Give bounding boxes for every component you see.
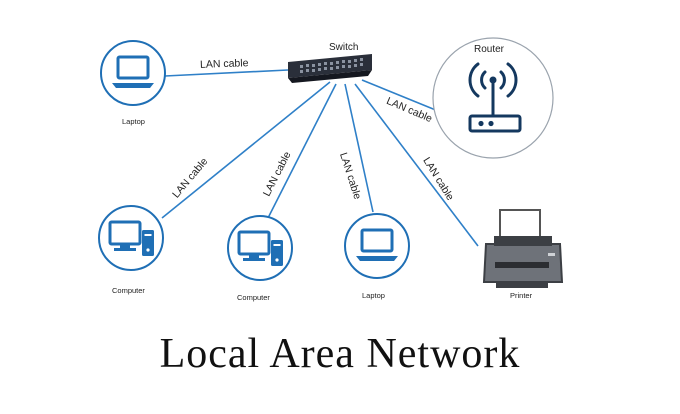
laptop-node-2 bbox=[344, 213, 410, 279]
cable-line-printer bbox=[354, 83, 479, 247]
device-label-laptop: Laptop bbox=[122, 117, 145, 126]
router-label: Router bbox=[474, 44, 505, 55]
device-label-laptop-2: Laptop bbox=[362, 291, 385, 300]
computer-node-1 bbox=[98, 205, 164, 271]
device-label-printer: Printer bbox=[510, 291, 533, 300]
cable-line-laptop-2 bbox=[344, 83, 374, 213]
device-label-computer-1: Computer bbox=[112, 286, 145, 295]
switch-label: Switch bbox=[329, 42, 359, 53]
printer-icon bbox=[482, 209, 564, 288]
desktop-computer-icon bbox=[108, 220, 154, 256]
switch-device bbox=[288, 54, 372, 83]
device-label-computer-2: Computer bbox=[237, 293, 270, 302]
router-node bbox=[432, 37, 554, 159]
diagram-title: Local Area Network bbox=[159, 331, 521, 377]
laptop-node bbox=[100, 40, 166, 106]
cable-line-computer-1 bbox=[161, 81, 331, 219]
cable-line-laptop bbox=[164, 69, 289, 77]
laptop-icon bbox=[356, 228, 398, 261]
cable-lines bbox=[161, 69, 479, 247]
cable-line-computer-2 bbox=[267, 83, 337, 219]
computer-node-2 bbox=[227, 215, 293, 281]
router-icon bbox=[468, 62, 522, 133]
desktop-computer-icon bbox=[237, 230, 283, 266]
cable-label-laptop: LAN cable bbox=[199, 57, 249, 71]
laptop-icon bbox=[112, 55, 154, 88]
